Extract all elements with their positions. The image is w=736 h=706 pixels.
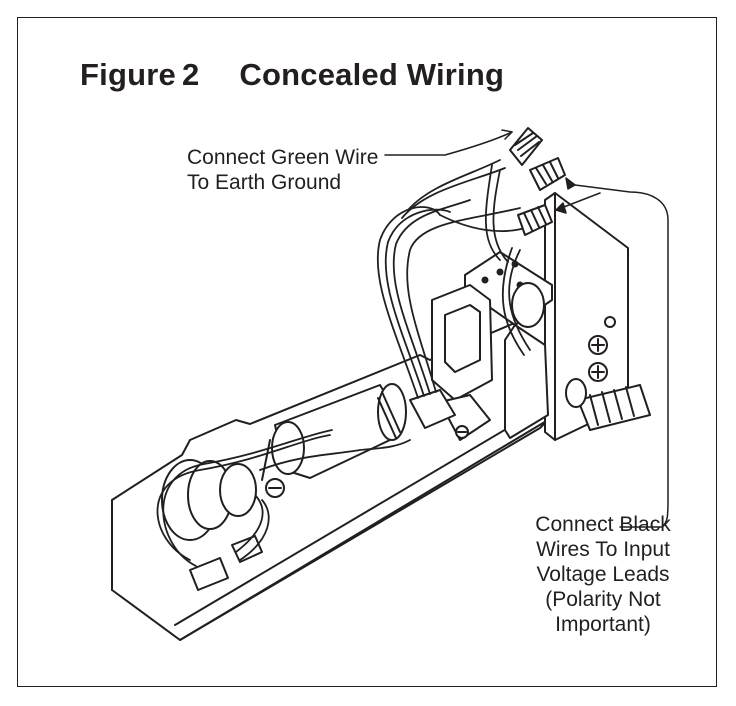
green-wire-callout-line-1: Connect Green Wire bbox=[187, 146, 379, 169]
igniter-knob bbox=[161, 459, 285, 541]
black-wires-callout: Connect Black Wires To Input Voltage Lea… bbox=[508, 512, 698, 637]
lamp-wire-loop bbox=[156, 429, 411, 567]
terminal-block bbox=[189, 535, 263, 591]
black-wires-callout-line-2: Wires To Input bbox=[536, 538, 670, 561]
green-wire-callout: Connect Green Wire To Earth Ground bbox=[187, 145, 378, 195]
socket-bracket bbox=[409, 251, 553, 441]
black-wires-leader bbox=[555, 177, 669, 528]
figure-caption: Concealed Wiring bbox=[239, 57, 505, 92]
wire-bundle bbox=[376, 159, 531, 399]
wire-nut-top bbox=[509, 127, 543, 166]
figure-number: 2 bbox=[181, 57, 200, 92]
black-wires-callout-line-4: (Polarity Not bbox=[545, 588, 661, 611]
figure-label: Figure bbox=[80, 57, 176, 92]
figure-frame bbox=[17, 17, 717, 687]
black-wires-callout-line-5: Important) bbox=[555, 613, 651, 636]
flexible-conduit bbox=[565, 378, 651, 431]
black-wires-callout-line-3: Voltage Leads bbox=[536, 563, 670, 586]
green-wire-callout-line-2: To Earth Ground bbox=[187, 171, 342, 194]
wire-nut-middle bbox=[529, 157, 566, 191]
green-wire-leader bbox=[384, 129, 513, 156]
black-wires-callout-line-1: Connect Black bbox=[535, 513, 671, 536]
wire-nut-bottom bbox=[517, 204, 553, 236]
